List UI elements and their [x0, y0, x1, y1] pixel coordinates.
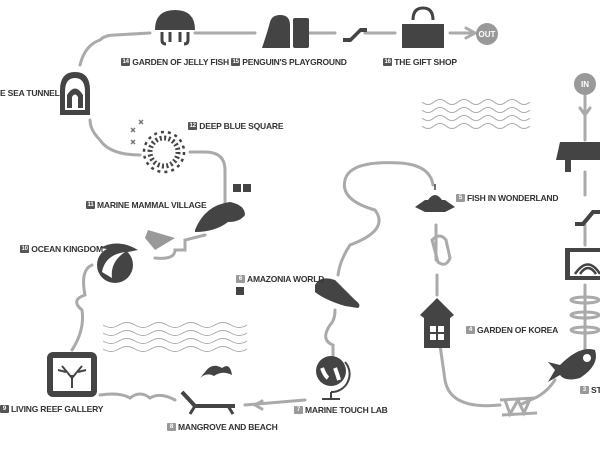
globe-hands-icon: [316, 356, 351, 400]
station-name: THE GIFT SHOP: [394, 57, 457, 67]
station-number: 7: [294, 406, 303, 414]
station-name: E SEA TUNNEL: [0, 88, 60, 98]
station-number: 4: [466, 326, 475, 334]
fish-icon: [548, 349, 596, 382]
station-name: ST: [591, 385, 600, 395]
palm-beach-icon: [180, 365, 235, 415]
escalator-icon-2: [575, 210, 600, 226]
jellyfish-icon: [155, 10, 195, 46]
station-number: 15: [231, 58, 241, 66]
shark-wave-icon: [97, 243, 138, 283]
bridge-icon: [499, 396, 538, 418]
waves-decoration-2: [102, 322, 248, 352]
table-pool-icon: [556, 142, 600, 172]
station-name: GARDEN OF JELLY FISH: [132, 57, 229, 67]
waves-decoration: [421, 99, 531, 129]
station-name: MARINE MAMMAL VILLAGE: [97, 200, 207, 210]
station-13-label[interactable]: E SEA TUNNEL: [0, 88, 60, 98]
cheese-icon: [145, 230, 175, 250]
station-number: 12: [188, 122, 198, 130]
korean-pavilion-icon: [420, 298, 454, 348]
exit-label: OUT: [478, 29, 496, 39]
station-name: GARDEN OF KOREA: [477, 325, 559, 335]
station-name: DEEP BLUE SQUARE: [199, 121, 284, 131]
station-number: 10: [20, 245, 30, 253]
station-name: LIVING REEF GALLERY: [11, 404, 104, 414]
station-number: 16: [383, 58, 393, 66]
route-path: [70, 26, 592, 411]
escalator-icon: [343, 28, 367, 42]
penguin-icon: [262, 15, 309, 48]
station-number: 3: [580, 386, 589, 394]
exit-badge: OUT: [476, 23, 498, 45]
entrance-label: IN: [581, 79, 589, 89]
station-number: 6: [236, 275, 245, 283]
tube-icon: [430, 234, 452, 266]
ufo-icon: [415, 184, 455, 212]
gift-shop-icon: [402, 6, 444, 48]
manatee-icon: [195, 202, 245, 232]
arowana-fish-icon: [315, 278, 360, 308]
entrance-badge: IN: [574, 73, 596, 95]
station-name: OCEAN KINGDOM: [31, 244, 103, 254]
starburst-icon: [130, 119, 186, 174]
station-number: 11: [86, 201, 95, 209]
station-name: AMAZONIA WORLD: [247, 274, 325, 284]
accessibility-icons: [233, 184, 251, 295]
station-number: 9: [0, 405, 9, 413]
coral-frame-icon: [47, 352, 97, 397]
station-name: FISH IN WONDERLAND: [467, 193, 559, 203]
station-number: 14: [121, 58, 131, 66]
rainbow-screen-icon: [565, 248, 600, 280]
spiral-icon: [569, 295, 600, 335]
station-name: MANGROVE AND BEACH: [178, 422, 278, 432]
tunnel-icon: [60, 72, 90, 115]
station-number: 5: [456, 194, 465, 202]
station-name: MARINE TOUCH LAB: [305, 405, 388, 415]
station-number: 8: [167, 423, 176, 431]
station-name: PENGUIN'S PLAYGROUND: [242, 57, 347, 67]
